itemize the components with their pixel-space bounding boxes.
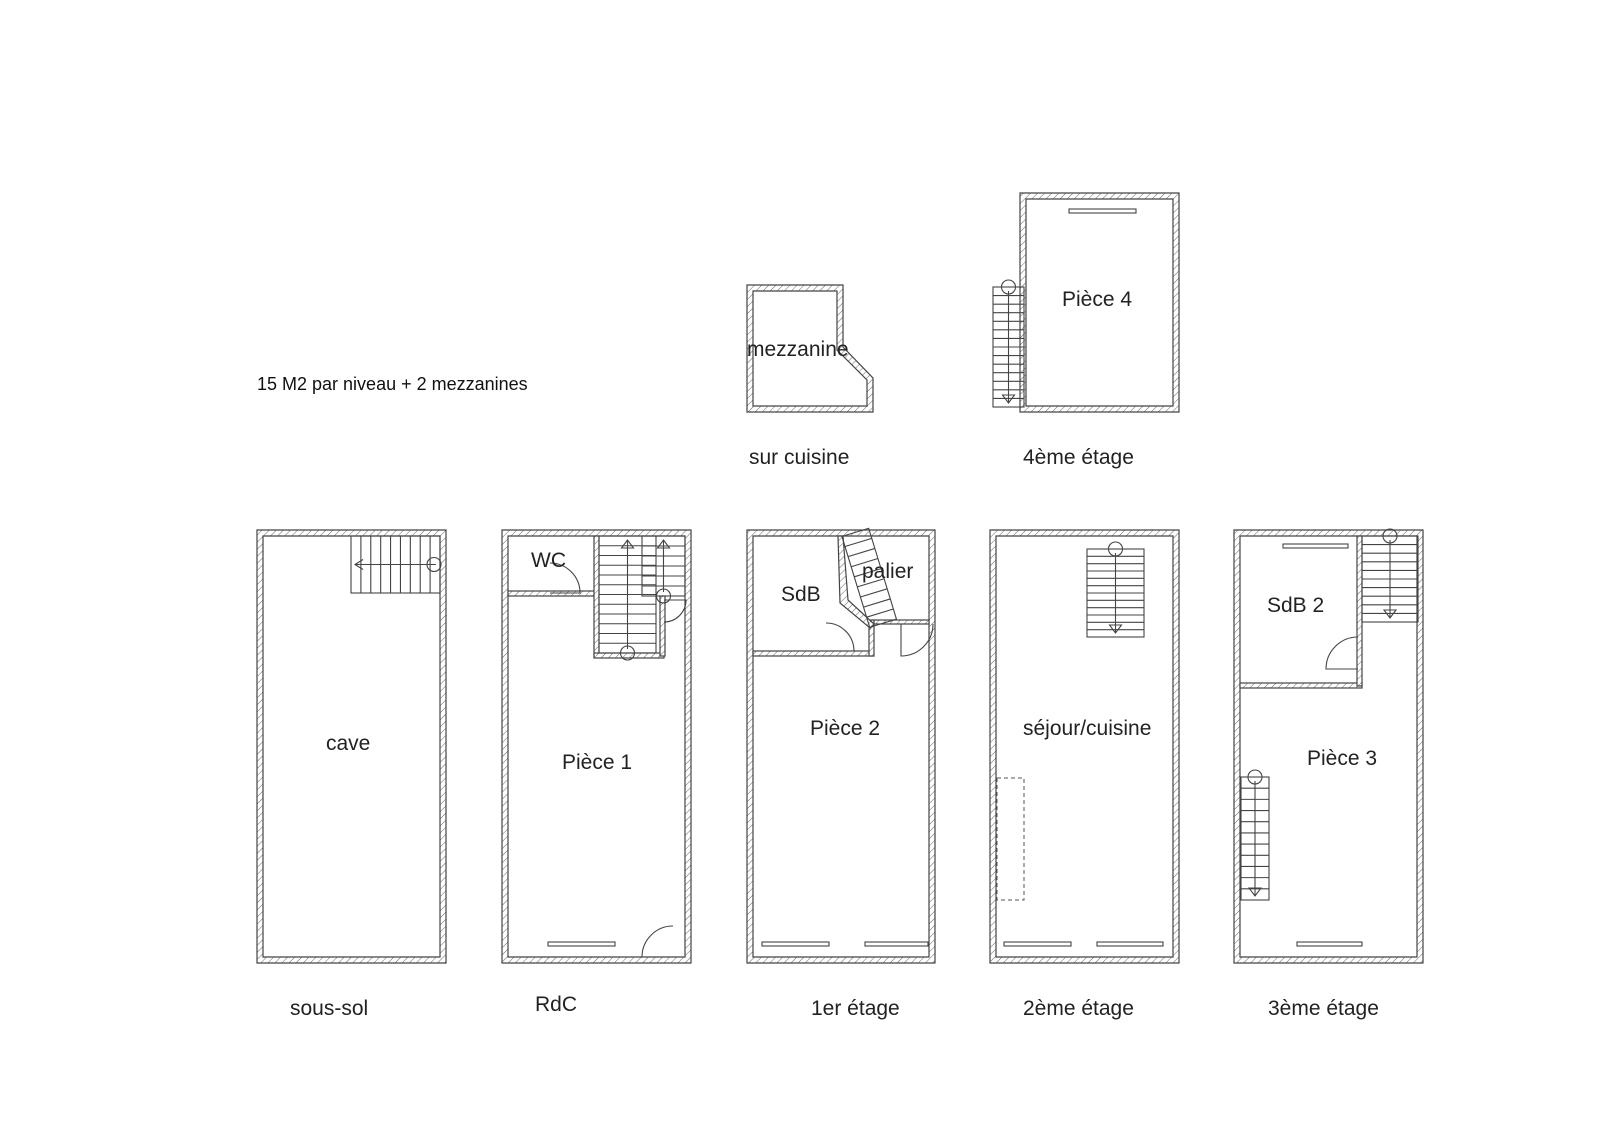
door-swing — [663, 599, 687, 623]
room-sejour-cuisine: séjour/cuisine — [1023, 717, 1151, 740]
room-piece-3: Pièce 3 — [1307, 747, 1377, 770]
window — [1096, 941, 1164, 947]
stair-step — [866, 608, 894, 618]
stair-start-circle — [655, 588, 672, 604]
room-sdb-2: SdB 2 — [1267, 594, 1324, 617]
room-wc: WC — [531, 549, 566, 572]
room-piece-1: Pièce 1 — [562, 751, 632, 774]
partition-wall — [868, 619, 875, 657]
stair-arrow-head — [1108, 624, 1123, 634]
stair-step — [857, 578, 885, 588]
stair-start-circle — [1107, 541, 1124, 557]
kitchen-counter — [996, 777, 1025, 901]
staircase — [350, 535, 441, 594]
room-piece-4: Pièce 4 — [1062, 288, 1132, 311]
stair-arrow-head — [1382, 609, 1398, 619]
stair-start-circle — [426, 556, 442, 573]
stair-step — [854, 568, 882, 578]
exterior-wall — [746, 284, 874, 413]
exterior-wall — [1019, 192, 1180, 413]
window — [1068, 208, 1137, 214]
room-sdb: SdB — [781, 583, 821, 606]
partition-wall — [593, 652, 665, 659]
door-swing — [641, 925, 674, 958]
stair-step — [860, 588, 888, 598]
room-piece-2: Pièce 2 — [810, 717, 880, 740]
stair-step — [863, 598, 891, 608]
caption-4eme-etage: 4ème étage — [1023, 446, 1134, 469]
stair-arrow-head — [656, 539, 671, 549]
window — [761, 941, 830, 947]
stair-start-circle — [1382, 528, 1398, 544]
window — [864, 941, 929, 947]
exterior-wall — [746, 529, 936, 964]
caption-rdc: RdC — [535, 993, 577, 1016]
partition-wall — [659, 595, 666, 657]
staircase — [1240, 776, 1270, 901]
partition-wall — [593, 535, 600, 658]
exterior-wall — [989, 529, 1180, 964]
door-swing — [549, 562, 581, 594]
area-note: 15 M2 par niveau + 2 mezzanines — [257, 374, 528, 394]
door-swing — [825, 622, 855, 652]
stair-step — [844, 537, 872, 548]
partition-wall — [752, 650, 874, 657]
window — [1003, 941, 1072, 947]
stair-arrow-head — [620, 539, 635, 549]
caption-3eme-etage: 3ème étage — [1268, 997, 1379, 1020]
caption-2eme-etage: 2ème étage — [1023, 997, 1134, 1020]
stair-start-circle — [619, 645, 636, 661]
room-palier: palier — [862, 560, 913, 583]
window — [1282, 543, 1349, 549]
stair-arrow-head — [1001, 394, 1016, 404]
stair-step — [851, 558, 879, 568]
caption-1er-etage: 1er étage — [811, 997, 900, 1020]
room-cave: cave — [326, 732, 370, 755]
door-swing — [900, 623, 934, 657]
stair-step — [847, 547, 876, 558]
stair-start-circle — [1247, 769, 1263, 785]
partition-wall — [1356, 535, 1363, 687]
door-swing — [1325, 636, 1359, 670]
stair-arrow-head — [1247, 887, 1263, 897]
stair-start-circle — [1000, 279, 1017, 295]
stair-arrow-head — [353, 559, 364, 570]
window — [547, 941, 616, 947]
room-mezzanine: mezzanine — [747, 338, 849, 361]
caption-sur-cuisine: sur cuisine — [749, 446, 849, 469]
staircase — [841, 527, 898, 628]
window — [1296, 941, 1363, 947]
staircase-group — [841, 527, 898, 628]
partition-wall — [1239, 682, 1363, 689]
caption-sous-sol: sous-sol — [290, 997, 368, 1020]
